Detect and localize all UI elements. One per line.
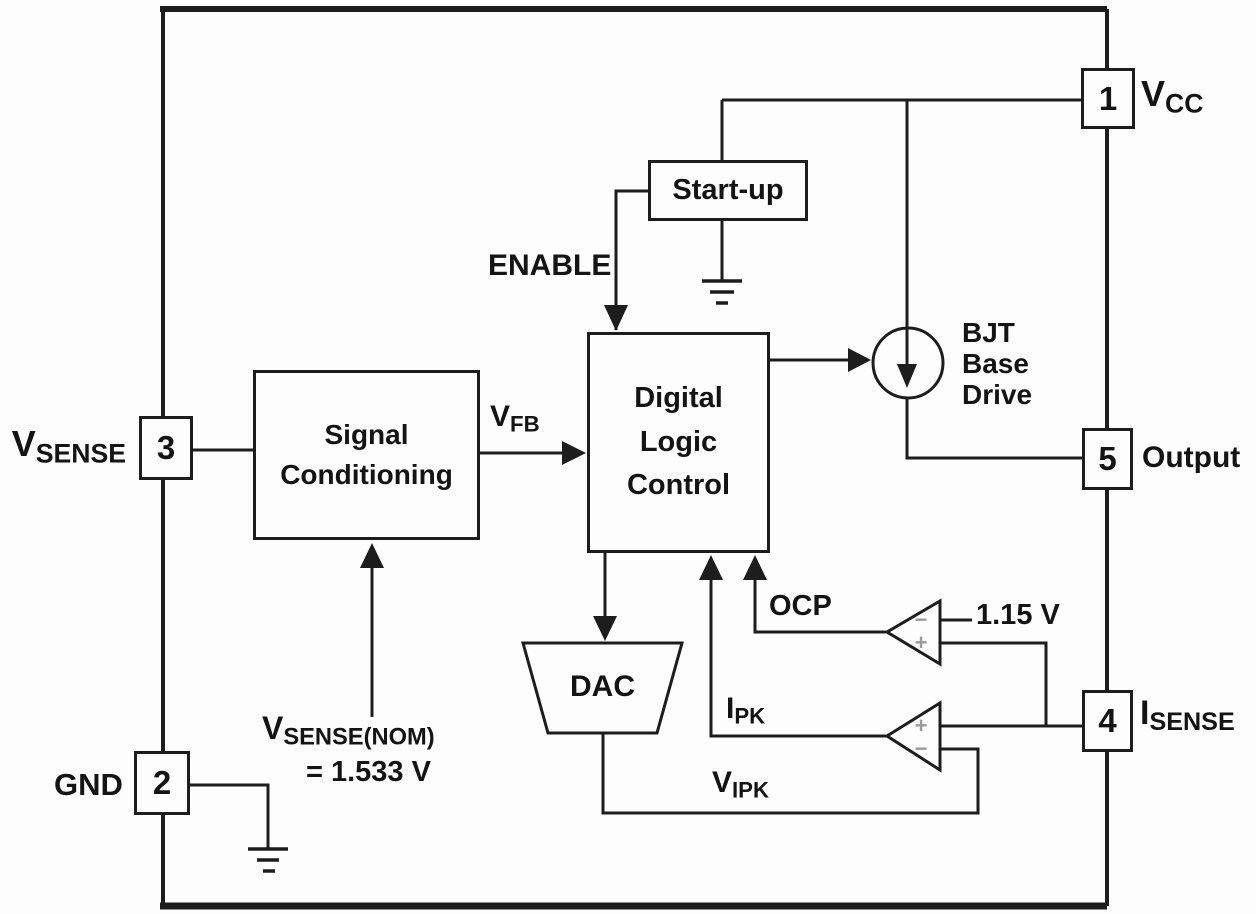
vipk-sub: IPK — [732, 777, 770, 803]
ground-symbol-gnd — [190, 783, 288, 873]
ipk-main: I — [726, 692, 735, 725]
vsense-sub: SENSE — [35, 438, 126, 469]
pin-3-number: 3 — [156, 429, 176, 466]
ground-symbol-startup — [702, 221, 742, 305]
dac-label: DAC — [570, 670, 635, 703]
vsense-nom-value-label: = 1.533 V — [306, 756, 431, 788]
vsense-nom-label: VSENSE(NOM) — [262, 712, 435, 750]
wire-ocp — [743, 555, 886, 634]
vipk-label: VIPK — [712, 768, 769, 802]
digital-logic-line2: Logic — [639, 425, 718, 458]
pin-vcc-label: VCC — [1141, 76, 1203, 117]
wire-vipk — [601, 733, 980, 815]
vsense-nom-arrowhead — [360, 543, 384, 568]
wire-ocp-path — [753, 579, 886, 634]
block-digital-logic-control: Digital Logic Control — [587, 332, 770, 553]
pin-1-number: 1 — [1098, 79, 1118, 117]
current-source-arrow — [897, 364, 917, 388]
vsense-main: V — [11, 423, 36, 464]
block-startup: Start-up — [648, 160, 808, 221]
digital-logic-line3: Control — [626, 469, 731, 502]
ocp-arrowhead — [743, 555, 767, 580]
dac-arrowhead — [593, 616, 617, 641]
vfb-sub: FB — [510, 411, 540, 437]
drive-arrowhead — [848, 348, 871, 372]
pin-box-5: 5 — [1082, 428, 1133, 490]
pin-isense-label: ISENSE — [1140, 696, 1235, 735]
pin-vsense-label: VSENSE — [0, 426, 126, 467]
pin-5-number: 5 — [1098, 440, 1117, 477]
ipk-comparator-minus-sign: − — [914, 736, 928, 761]
isense-sub: SENSE — [1149, 708, 1235, 737]
wire-vsense-nom — [360, 543, 384, 717]
signal-conditioning-line2: Conditioning — [280, 459, 453, 490]
vfb-main: V — [490, 400, 511, 433]
ocp-comparator-minus-sign: − — [914, 607, 928, 632]
pin-box-3: 3 — [139, 416, 193, 480]
pin-2-number: 2 — [152, 764, 172, 801]
bjt-line3: Drive — [962, 379, 1033, 411]
wire-vfb — [480, 441, 586, 465]
vsense-nom-main: V — [262, 710, 284, 746]
vcc-main: V — [1141, 73, 1166, 114]
block-signal-conditioning: Signal Conditioning — [253, 370, 480, 540]
ocp-ref-label: 1.15 V — [976, 599, 1060, 631]
ipk-label: IPK — [726, 694, 765, 728]
pin-gnd-label: GND — [54, 767, 123, 802]
vsense-nom-sub: SENSE(NOM) — [283, 724, 435, 751]
wire-drive-to-output — [905, 398, 1082, 460]
pin-box-4: 4 — [1082, 690, 1133, 752]
comparator-ipk — [884, 700, 942, 773]
vfb-arrowhead — [562, 441, 586, 465]
wire-gnd-path — [190, 783, 270, 849]
pin-box-1: 1 — [1081, 68, 1135, 129]
ocp-label: OCP — [769, 590, 832, 622]
enable-arrowhead — [604, 305, 628, 331]
wire-logic-to-dac — [593, 553, 617, 641]
pin-output-label: Output — [1142, 441, 1241, 474]
startup-label: Start-up — [672, 174, 784, 206]
wire-logic-to-drive — [770, 348, 871, 372]
wire-ipk — [699, 555, 886, 738]
bjt-line1: BJT — [962, 317, 1015, 348]
comparator-ocp — [884, 598, 942, 667]
ipk-arrowhead — [699, 555, 723, 580]
bjt-line2: Base — [962, 348, 1029, 380]
wire-enable — [604, 189, 648, 331]
digital-logic-line1: Digital — [634, 382, 723, 415]
signal-conditioning-line1: Signal — [324, 419, 409, 451]
bjt-base-drive-label: BJT Base Drive — [962, 317, 1032, 410]
enable-label: ENABLE — [488, 249, 612, 282]
ocp-comparator-plus-sign: + — [914, 630, 928, 655]
isense-main: I — [1140, 694, 1150, 732]
vipk-main: V — [712, 766, 733, 799]
pin-4-number: 4 — [1098, 702, 1117, 739]
pin-box-2: 2 — [134, 751, 190, 815]
dac-trapezoid — [521, 641, 684, 735]
vfb-label: VFB — [490, 402, 540, 436]
wire-enable-path — [614, 189, 648, 330]
vcc-sub: CC — [1165, 88, 1204, 119]
wire-vcc-net — [720, 98, 1081, 388]
wire-ipk-path — [709, 579, 886, 738]
wire-isense-branch — [940, 641, 1048, 726]
ipk-sub: PK — [734, 703, 766, 729]
ipk-comparator-plus-sign: + — [914, 713, 928, 738]
